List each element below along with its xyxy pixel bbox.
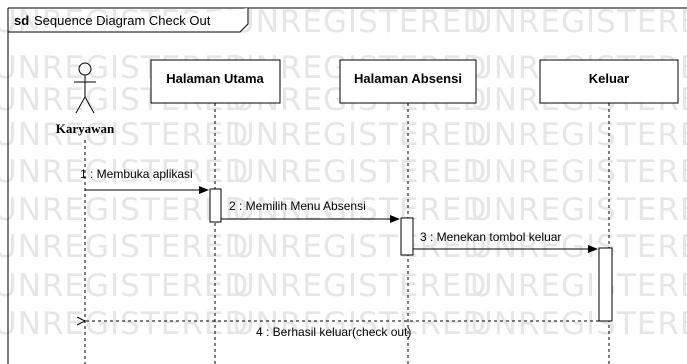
message-label: 2 : Memilih Menu Absensi bbox=[229, 199, 366, 213]
activation-bar-keluar bbox=[598, 247, 613, 322]
diagram-frame: sd Sequence Diagram Check Out bbox=[7, 7, 687, 364]
lifeline-box bbox=[339, 59, 477, 104]
actor-label: Karyawan bbox=[56, 121, 115, 136]
activation-bar-absensi bbox=[400, 217, 414, 256]
lifeline-halaman-utama: Halaman Utama bbox=[150, 59, 281, 104]
message-3: 3 : Menekan tombol keluar bbox=[413, 230, 598, 253]
lifeline-label: Halaman Utama bbox=[166, 71, 264, 86]
frame-keyword: sd bbox=[14, 13, 29, 28]
lifeline-keluar: Keluar bbox=[539, 59, 679, 104]
lifeline-label: Keluar bbox=[589, 71, 629, 86]
frame-title-tab bbox=[8, 8, 249, 33]
message-label: 4 : Berhasil keluar(check out) bbox=[256, 325, 411, 339]
message-4-return: 4 : Berhasil keluar(check out) bbox=[85, 321, 599, 339]
frame-title: Sequence Diagram Check Out bbox=[34, 13, 211, 28]
actor-karyawan: Karyawan bbox=[56, 62, 115, 136]
lifeline-box bbox=[539, 59, 679, 104]
stick-figure-icon bbox=[74, 62, 96, 114]
lifeline-halaman-absensi: Halaman Absensi bbox=[339, 59, 477, 104]
message-label: 3 : Menekan tombol keluar bbox=[420, 230, 561, 244]
message-2: 2 : Memilih Menu Absensi bbox=[221, 199, 400, 223]
activation-bars bbox=[209, 188, 613, 322]
lifeline-label: Halaman Absensi bbox=[354, 71, 462, 86]
activation-bar-utama bbox=[209, 188, 222, 223]
message-label: 1 : Membuka aplikasi bbox=[80, 167, 193, 181]
message-1: 1 : Membuka aplikasi bbox=[80, 167, 209, 194]
